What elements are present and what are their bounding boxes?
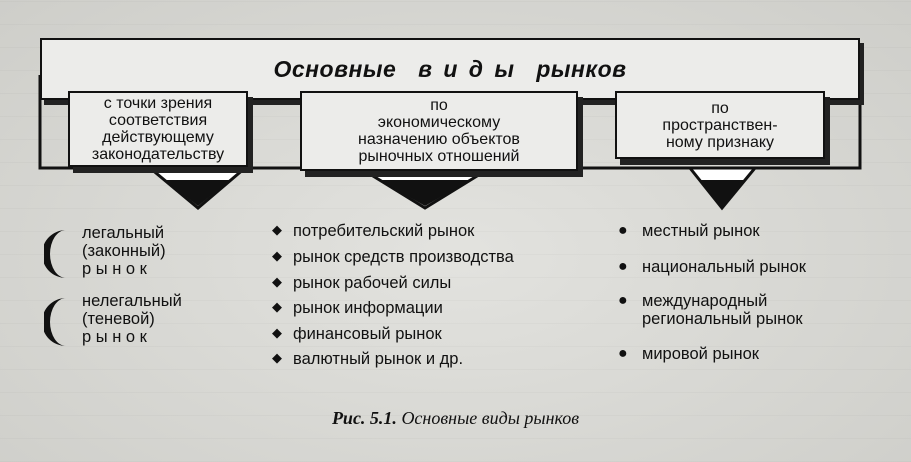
item-line: нелегальный (82, 292, 182, 310)
category-box-legal: с точки зрения соответствия действующему… (68, 91, 248, 167)
arrow-economic-shade (380, 180, 470, 206)
crescent-icon (44, 298, 66, 346)
item-line: региональный рынок (642, 310, 803, 328)
dot-bullet-icon: ● (618, 292, 628, 309)
item-line: (теневой) (82, 310, 155, 328)
category-box-spatial: по пространствен- ному признаку (615, 91, 825, 159)
title-box: Основные в и д ы рынков (40, 38, 860, 100)
category-spatial-line: ному признаку (665, 133, 775, 151)
list-item: рынок рабочей силы (293, 274, 452, 292)
item-line: р ы н о к (82, 260, 147, 278)
dot-bullet-icon: ● (618, 222, 628, 239)
category-spatial-line: пространствен- (662, 116, 778, 134)
figure-caption-text: Основные виды рынков (401, 408, 580, 428)
item-line: (законный) (82, 242, 166, 260)
category-label-legal: с точки зрения соответствия действующему… (92, 95, 224, 163)
connector-right (755, 75, 862, 170)
category-legal-line: действующему (102, 129, 214, 146)
crescent-icon (44, 230, 66, 278)
category-economic-line: назначению объектов (358, 131, 520, 148)
connector-left (38, 75, 150, 170)
category-legal-line: законодательству (91, 146, 225, 163)
category-economic-line: по (430, 97, 448, 114)
list-item-legal: легальный (законный) р ы н о к (82, 224, 166, 278)
list-item: местный рынок (642, 222, 760, 240)
diamond-bullet-icon: ◆ (272, 325, 282, 340)
list-item: национальный рынок (642, 258, 806, 276)
category-economic-line: экономическому (377, 114, 501, 131)
list-item: финансовый рынок (293, 325, 442, 343)
list-item: рынок средств производства (293, 248, 514, 266)
diamond-bullet-icon: ◆ (272, 222, 282, 237)
category-label-economic: по экономическому назначению объектов ры… (358, 97, 520, 165)
list-item: мировой рынок (642, 345, 760, 363)
category-legal-line: с точки зрения (103, 95, 213, 112)
diamond-bullet-icon: ◆ (272, 274, 282, 289)
list-item: валютный рынок и др. (293, 350, 464, 368)
diamond-bullet-icon: ◆ (272, 350, 282, 365)
dot-bullet-icon: ● (618, 345, 628, 362)
item-line: международный (642, 292, 768, 310)
item-line: национальный рынок (642, 258, 806, 276)
diamond-bullet-icon: ◆ (272, 299, 282, 314)
item-line: легальный (82, 224, 165, 242)
arrow-legal-shade (165, 180, 230, 206)
arrow-spatial-shade (700, 180, 745, 206)
category-economic-line: рыночных отношений (358, 148, 520, 165)
dot-bullet-icon: ● (618, 258, 628, 275)
category-spatial-line: по (711, 99, 729, 117)
list-item: рынок информации (293, 299, 443, 317)
category-box-economic: по экономическому назначению объектов ры… (300, 91, 578, 171)
list-item: потребительский рынок (293, 222, 475, 240)
figure-caption: Рис. 5.1. Основные виды рынков (0, 408, 911, 429)
category-label-spatial: по пространствен- ному признаку (662, 100, 777, 151)
list-item-illegal: нелегальный (теневой) р ы н о к (82, 292, 182, 346)
item-line: р ы н о к (82, 328, 147, 346)
category-legal-line: соответствия (108, 112, 208, 129)
list-item: международный региональный рынок (642, 292, 803, 328)
diamond-bullet-icon: ◆ (272, 248, 282, 263)
diagram-title: Основные в и д ы рынков (273, 55, 627, 82)
figure-number: Рис. 5.1. (331, 408, 397, 428)
